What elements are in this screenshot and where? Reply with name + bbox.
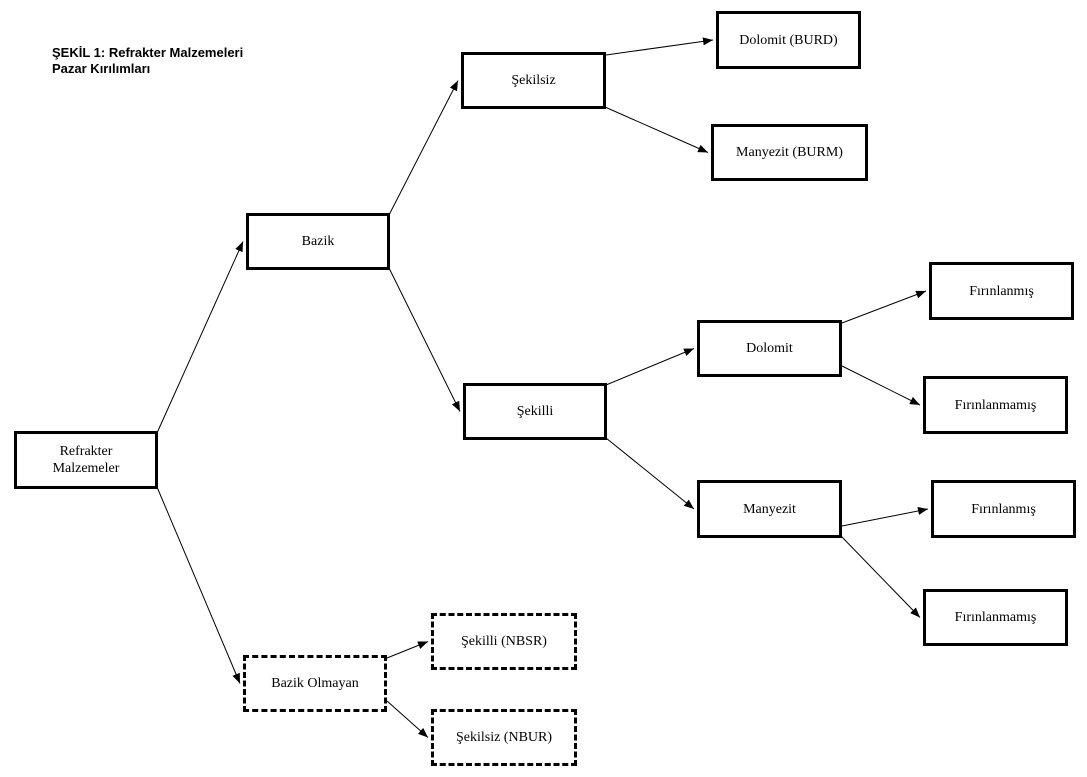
- node-label: Bazik: [301, 234, 335, 249]
- node-label: Manyezit (BURM): [736, 145, 843, 160]
- node-label: Manyezit: [743, 501, 796, 517]
- edge-sekilsiz-to-manyezit_burm: [604, 106, 709, 153]
- node-dolomit-firinlanmamis: Fırınlanmamış: [923, 376, 1068, 434]
- node-label: Refrakter Malzemeler: [52, 444, 120, 476]
- edge-manyezit-to-manyezit_firinlanmis: [841, 507, 929, 527]
- node-manyezit-firinlanmis: Fırınlanmış: [931, 480, 1076, 538]
- node-label: Şekilli: [516, 404, 554, 419]
- node-refrakter-malzemeler: Refrakter Malzemeler: [14, 431, 158, 489]
- figure-title-line-1: ŞEKİL 1: Refrakter Malzemeleri: [52, 45, 244, 60]
- node-dolomit-burd: Dolomit (BURD): [716, 11, 861, 69]
- node-label: Fırınlanmamış: [954, 397, 1037, 413]
- edge-bazik_olmayan-to-sekilli_nbsr: [386, 641, 429, 659]
- node-label: Fırınlanmamış: [954, 610, 1037, 625]
- figure-title-line-2: Pazar Kırılımları: [52, 61, 151, 76]
- node-bazik-olmayan: Bazik Olmayan: [243, 655, 387, 712]
- node-manyezit-burm: Manyezit (BURM): [711, 124, 868, 181]
- edge-bazik-to-sekilli: [388, 267, 461, 412]
- node-label: Şekilsiz (NBUR): [455, 730, 553, 745]
- edge-sekilli-to-dolomit: [605, 348, 695, 386]
- node-manyezit: Manyezit: [697, 480, 842, 538]
- node-label: Şekilsiz: [511, 73, 556, 88]
- edge-bazik-to-sekilsiz: [388, 80, 459, 216]
- edge-manyezit-to-manyezit_firinlanmamis: [840, 535, 921, 618]
- node-label: Dolomit (BURD): [739, 32, 838, 48]
- edge-dolomit-to-dolomit_firinlanmis: [841, 290, 927, 324]
- node-label: Bazik Olmayan: [271, 676, 359, 691]
- node-sekilli-nbsr: Şekilli (NBSR): [431, 613, 577, 670]
- edge-sekilli-to-manyezit: [605, 437, 695, 510]
- node-label: Fırınlanmış: [971, 501, 1036, 517]
- node-label: Şekilli (NBSR): [461, 634, 547, 649]
- node-label: Dolomit: [746, 341, 793, 356]
- edge-bazik_olmayan-to-sekilsiz_nbur: [386, 700, 429, 738]
- edge-refrakter-to-bazik_olmayan: [156, 486, 241, 684]
- node-manyezit-firinlanmamis: Fırınlanmamış: [923, 589, 1068, 646]
- node-sekilli: Şekilli: [463, 383, 607, 440]
- edge-sekilsiz-to-dolomit_burd: [605, 37, 714, 56]
- edge-refrakter-to-bazik: [156, 241, 244, 434]
- edge-dolomit-to-dolomit_firinlanmamis: [841, 365, 921, 406]
- node-sekilsiz: Şekilsiz: [461, 52, 606, 109]
- node-dolomit: Dolomit: [697, 320, 842, 377]
- node-dolomit-firinlanmis: Fırınlanmış: [929, 262, 1074, 320]
- node-bazik: Bazik: [246, 213, 390, 270]
- node-label: Fırınlanmış: [969, 283, 1034, 299]
- node-sekilsiz-nbur: Şekilsiz (NBUR): [431, 709, 577, 766]
- figure-title: ŞEKİL 1: Refrakter Malzemeleri Pazar Kır…: [52, 45, 243, 77]
